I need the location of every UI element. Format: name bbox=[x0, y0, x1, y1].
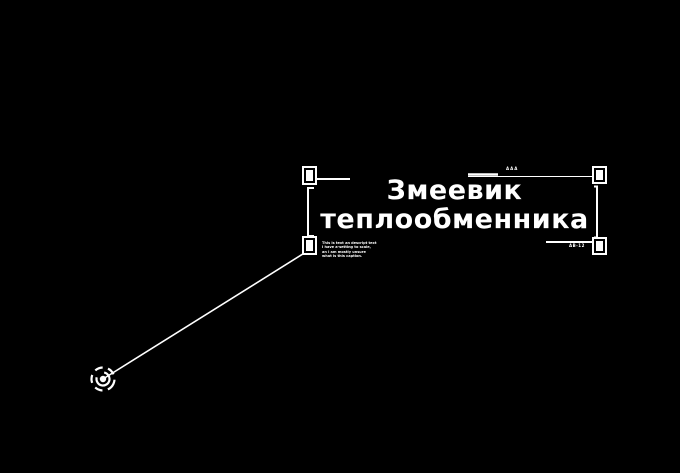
target-marker[interactable] bbox=[88, 364, 119, 395]
corner-bracket-top-right bbox=[592, 166, 607, 184]
micro-description-line: I have a-setting to scale, bbox=[322, 245, 371, 250]
corner-bracket-bottom-right bbox=[592, 237, 607, 255]
corner-fill bbox=[306, 240, 313, 251]
label-title-line1: Змеевик bbox=[386, 175, 523, 206]
label-title-line2: теплообменника bbox=[320, 204, 589, 235]
leader-line bbox=[102, 251, 307, 380]
micro-text-code: AB-12 bbox=[569, 243, 585, 248]
corner-bracket-top-left bbox=[302, 166, 317, 185]
corner-fill bbox=[596, 241, 603, 251]
micro-text-top: AAA bbox=[506, 166, 519, 171]
micro-description: This is text an descript text I have a-s… bbox=[322, 241, 377, 258]
target-outer-dashed-ring bbox=[90, 366, 116, 392]
left-bracket-line bbox=[307, 187, 314, 237]
right-bracket-line bbox=[594, 185, 598, 239]
micro-description-line: This is text an descript text bbox=[322, 241, 377, 245]
corner-fill bbox=[306, 170, 313, 181]
label-box[interactable]: Змеевик теплообменника bbox=[317, 176, 592, 238]
target-center-dot bbox=[99, 375, 107, 383]
micro-description-line: an i am mostly unsure bbox=[322, 249, 366, 254]
micro-description-line: what is this caption. bbox=[322, 253, 363, 258]
corner-bracket-bottom-left bbox=[302, 236, 317, 255]
target-inner-ring bbox=[95, 371, 111, 387]
corner-fill bbox=[596, 170, 603, 180]
